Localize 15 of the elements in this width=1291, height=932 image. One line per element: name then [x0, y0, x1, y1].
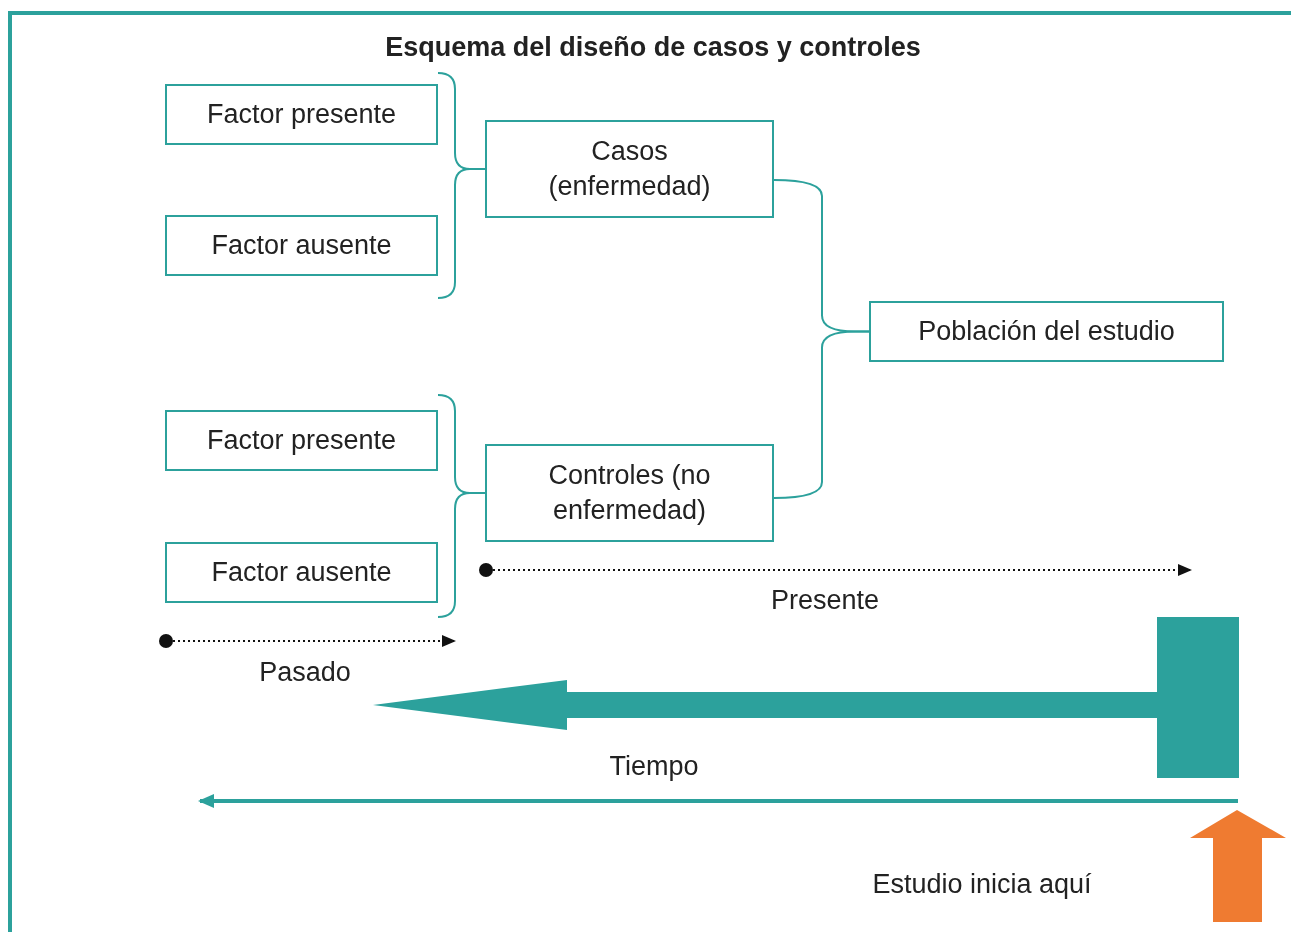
time-label: Pasado	[259, 657, 351, 688]
diagram-title: Esquema del diseño de casos y controles	[384, 32, 922, 63]
axis-label: Tiempo	[609, 751, 699, 782]
process-box: Controles (no enfermedad)	[485, 444, 774, 542]
time-label: Presente	[770, 585, 880, 616]
process-box: Población del estudio	[869, 301, 1224, 362]
process-box: Factor presente	[165, 410, 438, 471]
process-box: Factor ausente	[165, 215, 438, 276]
bar-block	[1157, 617, 1239, 778]
process-box: Factor presente	[165, 84, 438, 145]
process-box: Casos (enfermedad)	[485, 120, 774, 218]
brace-connector	[773, 330, 870, 499]
brace-connector	[437, 492, 486, 618]
process-box: Factor ausente	[165, 542, 438, 603]
note-text: Estudio inicia aquí	[872, 869, 1092, 900]
